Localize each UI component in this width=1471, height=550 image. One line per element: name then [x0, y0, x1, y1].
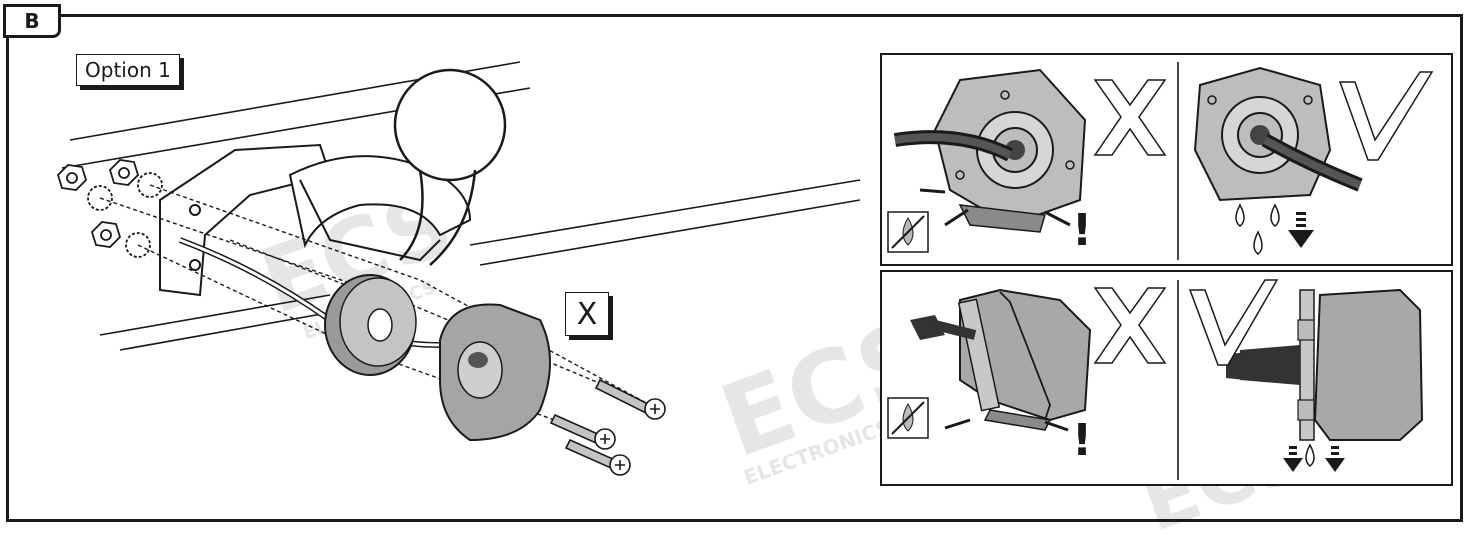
arrow-icon: [944, 208, 969, 227]
socket-correct-side: [1226, 288, 1424, 441]
water-drop-icon: [1305, 443, 1315, 467]
nut-icon: [118, 167, 130, 179]
not-used-label: X: [565, 292, 609, 336]
warning-mark: !: [1072, 205, 1092, 256]
cross-mark: [1093, 287, 1167, 364]
socket-wrong-side: [910, 288, 1092, 432]
option-label: Option 1: [76, 54, 180, 86]
ball-hitch: [393, 68, 507, 266]
nut-icon: [100, 229, 112, 241]
bumper-edge: [99, 294, 331, 336]
socket-plate: [324, 274, 417, 376]
water-drop-icon: [1235, 203, 1280, 255]
bumper-edge: [479, 199, 861, 266]
screw-icon: [594, 378, 666, 420]
down-arrow-icon: [1283, 446, 1345, 472]
down-arrow-icon: [1288, 212, 1314, 248]
socket-icon: [439, 303, 551, 442]
arrow-icon: [919, 188, 946, 194]
socket-wrong-top: [893, 68, 1087, 233]
arrow-icon: [1044, 210, 1071, 227]
section-tag: B: [3, 4, 61, 38]
diagram-frame: [6, 14, 1463, 522]
assembly-drawing: [56, 61, 861, 476]
drainage-diagrams: ! !: [887, 62, 1434, 480]
no-water-icon: [887, 211, 929, 253]
bumper-edge: [469, 179, 861, 246]
screw-icon: [564, 438, 631, 476]
tow-bar: [159, 143, 472, 297]
socket-correct-top: [1193, 66, 1363, 202]
nut-icon: [66, 172, 78, 184]
warning-mark: !: [1072, 415, 1092, 466]
screw-icon: [549, 413, 616, 450]
no-water-icon: [887, 397, 929, 439]
cross-mark: [1093, 79, 1167, 156]
check-mark: [1188, 279, 1279, 366]
check-mark: [1338, 71, 1434, 161]
